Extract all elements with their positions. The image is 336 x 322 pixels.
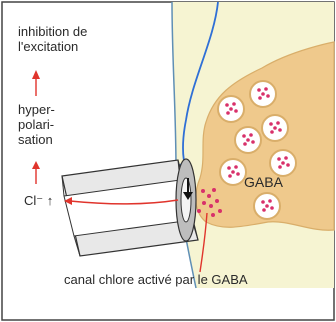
vesicle bbox=[270, 150, 296, 176]
chloride-channel bbox=[62, 159, 198, 256]
hyperpolarisation-label: hyper- polari- sation bbox=[18, 102, 55, 147]
vesicle bbox=[262, 115, 288, 141]
vesicle bbox=[235, 127, 261, 153]
vesicle bbox=[254, 193, 280, 219]
vesicle bbox=[220, 159, 246, 185]
chloride-label: Cl⁻ ↑ bbox=[24, 193, 53, 208]
channel-caption: canal chlore activé par le GABA bbox=[64, 272, 248, 288]
vesicle bbox=[218, 96, 244, 122]
arrow-hyper-to-inhibition-head bbox=[32, 70, 40, 79]
inhibition-label: inhibition de l'excitation bbox=[18, 24, 87, 54]
gaba-label: GABA bbox=[244, 174, 283, 190]
arrow-cl-to-hyper-head bbox=[32, 161, 40, 169]
vesicle bbox=[250, 81, 276, 107]
